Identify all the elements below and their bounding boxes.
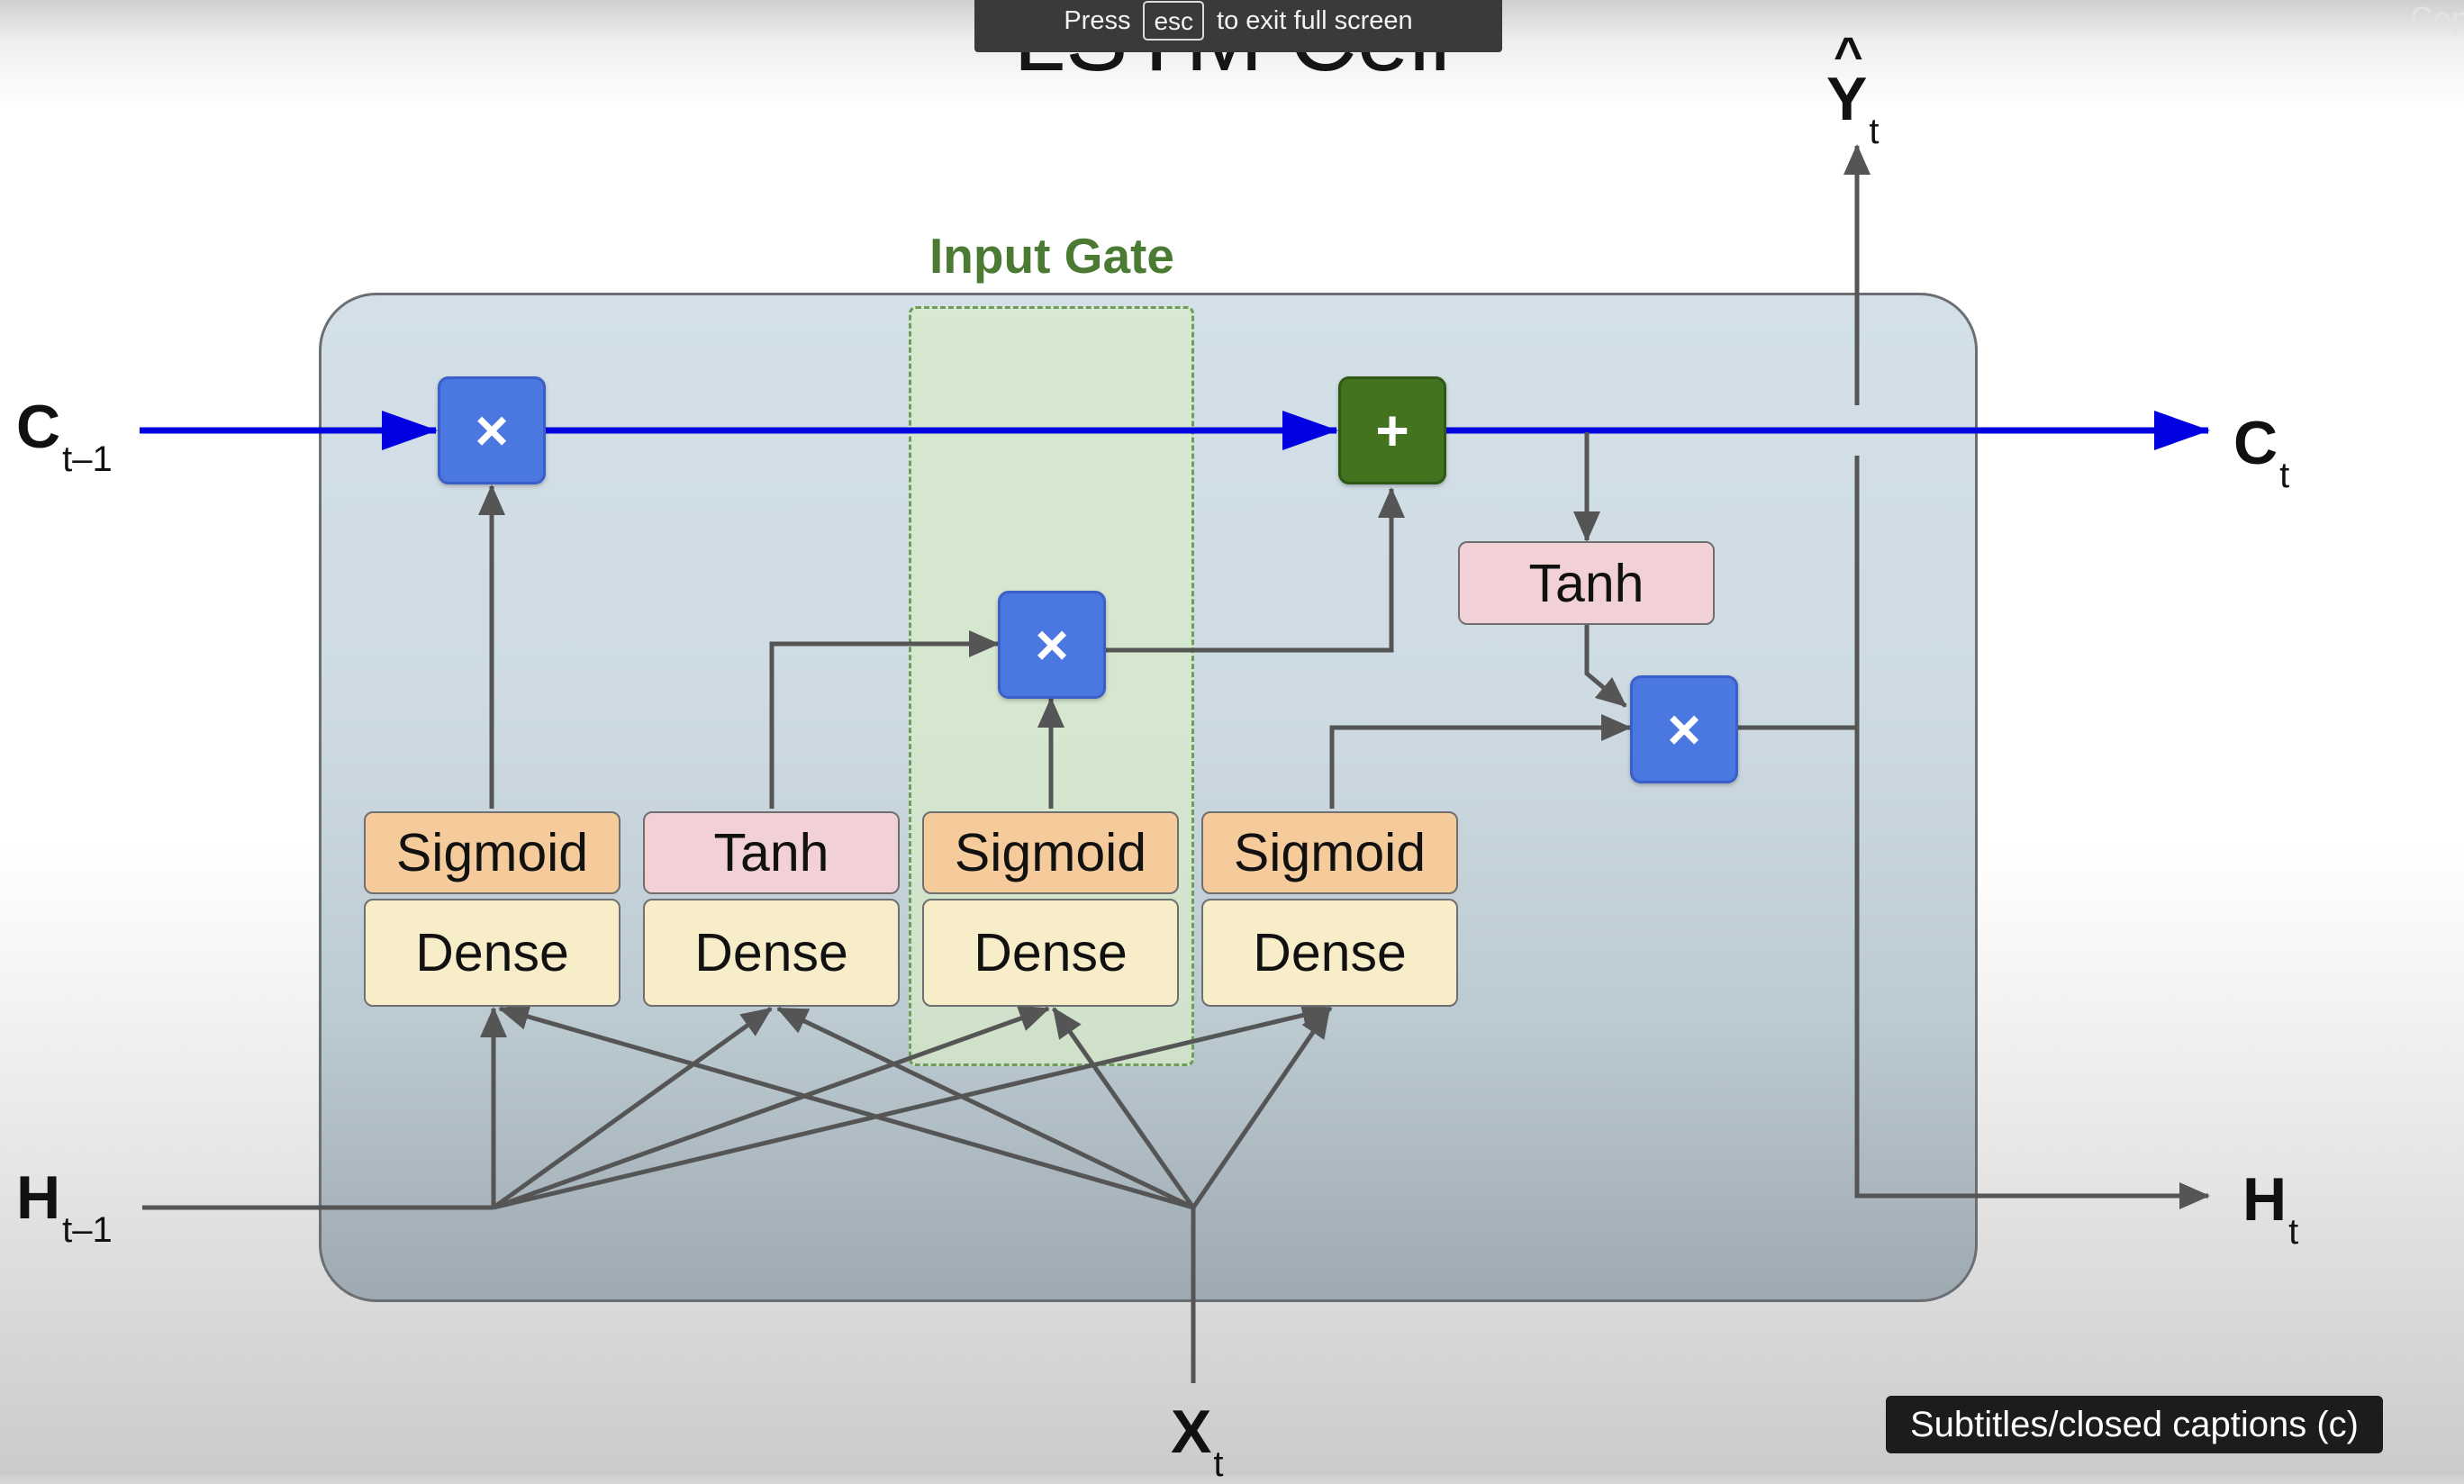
subtitles-button[interactable]: Subtitles/closed captions (c) — [1886, 1396, 2383, 1453]
output-multiply-node: × — [1630, 675, 1738, 783]
input-gate-sigmoid-block: Sigmoid — [922, 811, 1179, 894]
output-gate-sigmoid-block: Sigmoid — [1201, 811, 1458, 894]
h-prev-label: Ht–1 — [16, 1163, 113, 1250]
x-input-label: Xt — [1171, 1398, 1224, 1484]
esc-key-badge[interactable]: esc — [1143, 1, 1205, 41]
forget-multiply-node: × — [438, 376, 546, 484]
fullscreen-press-text: Press — [1064, 6, 1131, 35]
fullscreen-notice: Press esc to exit full screen — [974, 0, 1502, 52]
cell-add-node: + — [1338, 376, 1446, 484]
c-prev-label: Ct–1 — [16, 393, 113, 479]
cell-state-tanh-block: Tanh — [1458, 541, 1715, 625]
forget-gate-sigmoid-block: Sigmoid — [364, 811, 621, 894]
candidate-dense-block: Dense — [643, 899, 900, 1007]
y-hat-caret: ^ — [1834, 26, 1863, 83]
fullscreen-message: to exit full screen — [1217, 6, 1413, 35]
c-next-label: Ct — [2233, 409, 2290, 495]
input-gate-label: Input Gate — [929, 228, 1174, 284]
input-gate-dense-block: Dense — [922, 899, 1179, 1007]
input-multiply-node: × — [998, 591, 1106, 699]
y-hat-output-label: ^ Yt — [1826, 26, 1880, 151]
candidate-tanh-block: Tanh — [643, 811, 900, 894]
output-gate-dense-block: Dense — [1201, 899, 1458, 1007]
forget-gate-dense-block: Dense — [364, 899, 621, 1007]
corner-overlay-text: Cop — [2410, 0, 2464, 37]
h-next-label: Ht — [2242, 1165, 2299, 1252]
